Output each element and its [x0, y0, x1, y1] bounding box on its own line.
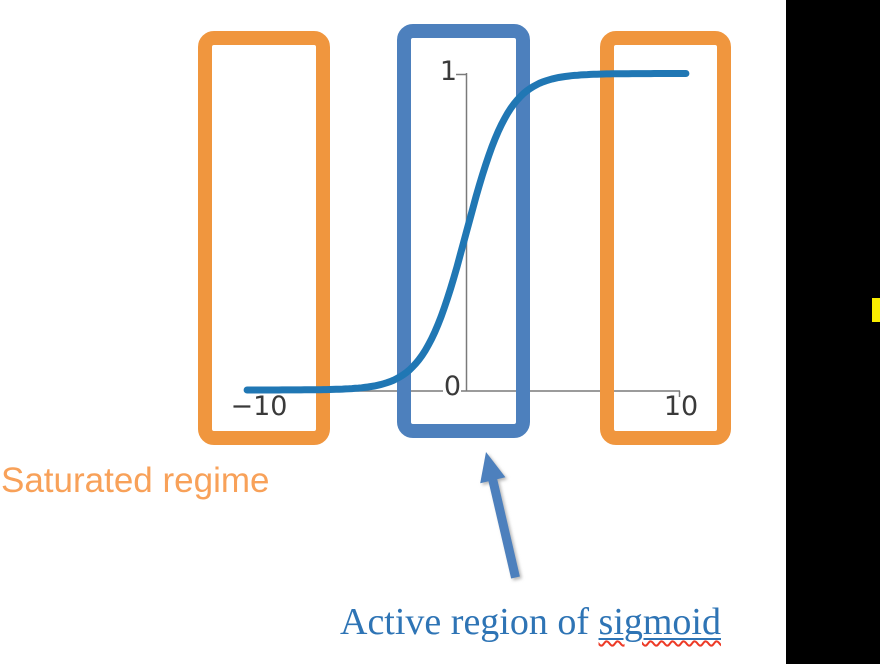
saturated-regime-label: Saturated regime — [1, 461, 270, 500]
active-region-label-word-underline: sigmoid — [599, 601, 721, 643]
saturated-box-left — [198, 31, 330, 445]
black-letterbox-strip — [786, 0, 880, 664]
y-tick-label-1: 1 — [439, 56, 457, 87]
spellcheck-squiggle-word: sigmoid — [598, 601, 721, 643]
active-region-label-prefix: Active region of — [340, 601, 599, 643]
saturated-box-right — [600, 31, 731, 445]
arrow-shaft — [488, 478, 520, 579]
sigmoid-curve — [243, 70, 690, 394]
origin-tick-label: 0 — [443, 371, 461, 402]
active-region-label: Active region of sigmoid — [340, 603, 721, 641]
active-region-arrow — [480, 452, 520, 579]
yellow-marker — [872, 298, 880, 322]
x-tick-label-neg10: −10 — [230, 391, 288, 422]
x-tick-label-10: 10 — [663, 391, 699, 422]
active-region-box — [397, 24, 530, 438]
arrow-head-icon — [480, 452, 506, 484]
